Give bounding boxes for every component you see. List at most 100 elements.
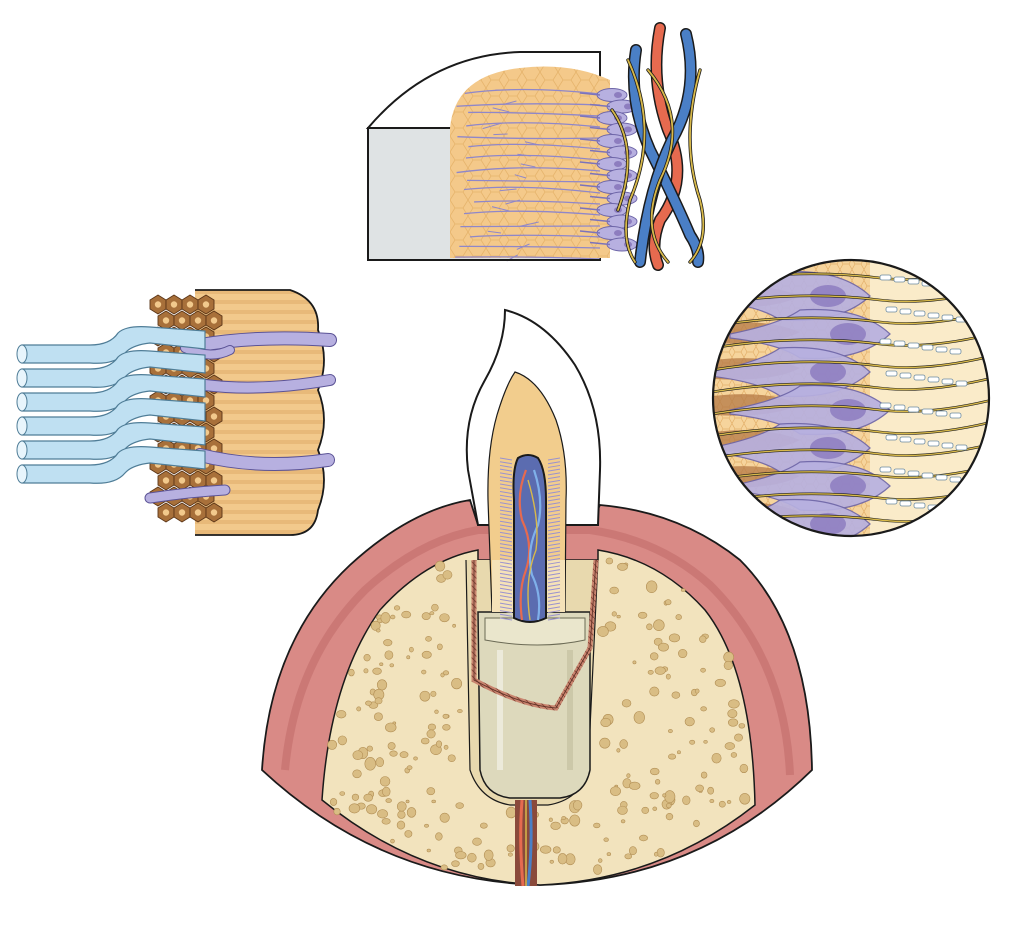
bone-pore	[390, 614, 396, 620]
myelin-bead	[879, 402, 892, 409]
bone-pore	[723, 651, 735, 663]
bone-pore	[664, 790, 676, 804]
bone-pore	[593, 864, 603, 875]
bone-pore	[333, 807, 341, 816]
pulp-tubule	[499, 498, 513, 502]
bone-pore	[379, 776, 391, 787]
bone-pore	[339, 791, 346, 796]
pulp-tubule	[499, 610, 513, 614]
bone-pore	[406, 765, 413, 770]
bone-pore	[363, 654, 371, 662]
bone-pore	[548, 817, 553, 822]
vein	[629, 45, 703, 267]
myelin-bead	[949, 476, 962, 483]
myelin-bead	[935, 474, 948, 481]
bone-pore	[442, 713, 449, 719]
bone-pore	[653, 637, 663, 646]
pulp-tubule	[499, 513, 513, 517]
myelin-bead	[899, 500, 912, 507]
bone-pore	[641, 806, 650, 814]
myelin-bead	[879, 274, 892, 281]
pulp-tubule	[547, 539, 561, 543]
myelin-bead	[885, 498, 898, 505]
pulp-tubule	[499, 472, 513, 476]
pulp-tubule	[499, 572, 513, 576]
odontoblast-nucleus	[830, 399, 866, 421]
bone-pore	[550, 821, 561, 830]
bone-pore	[451, 860, 460, 867]
bone-pore	[351, 793, 360, 801]
pulp-tubule	[499, 457, 513, 461]
pulp-tubule	[499, 580, 513, 584]
bone-pore	[658, 642, 669, 652]
myelin-bead	[927, 376, 940, 383]
bone-pore	[382, 786, 391, 797]
pulp-tubule	[499, 502, 513, 506]
nerve-fiber	[713, 397, 989, 415]
odontoblast-process	[579, 161, 601, 165]
odontoblast-nucleus	[624, 126, 632, 133]
bone-pore	[572, 800, 583, 811]
bone-pore	[650, 767, 660, 776]
bone-pore	[480, 822, 488, 829]
bone-pore	[707, 786, 715, 795]
pulp-tubule	[547, 587, 561, 591]
pulp-tubule	[499, 535, 513, 539]
odontoblast-cell	[606, 168, 638, 183]
tubule-branch	[493, 133, 508, 136]
bone-pore	[632, 660, 637, 665]
myelin-bead	[927, 440, 940, 447]
bone-pore	[421, 612, 431, 620]
bone-pore	[552, 846, 561, 854]
pulp-tubule	[547, 472, 561, 476]
pulp-tubule	[547, 613, 561, 617]
collagen-fibers-icon	[16, 289, 337, 536]
bone-pore	[329, 798, 338, 806]
bone-pore	[483, 849, 494, 861]
pulp-tubule	[547, 476, 561, 480]
odontoblast-nucleus	[810, 513, 846, 535]
pulp-tubule	[499, 490, 513, 494]
odontoblast-cell	[606, 214, 638, 229]
pulp-tubule	[547, 494, 561, 498]
bone-pore	[383, 639, 393, 647]
bone-pore	[426, 787, 436, 796]
bone-pore	[336, 710, 347, 719]
bone-pore	[645, 580, 658, 593]
bone-pore	[363, 793, 373, 802]
tubule-branch	[514, 174, 527, 179]
tubule-branch	[516, 243, 530, 250]
bone-pore	[628, 781, 641, 790]
myelin-bead	[913, 502, 926, 509]
bone-pore	[718, 800, 726, 808]
pulp-tubule	[547, 531, 561, 535]
nerve-fiber	[713, 419, 989, 437]
pulp-vein	[528, 469, 542, 621]
dentin-tubule	[459, 245, 601, 249]
dentin-tubule	[469, 234, 601, 238]
pulp-tubule	[547, 565, 561, 569]
bone-pore	[363, 668, 369, 674]
pulp-tubule	[499, 517, 513, 521]
bone-pore	[356, 706, 362, 712]
bone-pore	[467, 852, 477, 863]
odontoblast-process	[589, 218, 611, 223]
myelin-bead	[949, 284, 962, 291]
bone-pore	[447, 754, 456, 762]
pulp-tubule	[547, 509, 561, 513]
bone-pore	[611, 611, 617, 617]
pulp-tubule	[547, 606, 561, 610]
pulp-tubule	[499, 598, 513, 602]
odontoblast-process	[194, 332, 336, 351]
dentin-tubule	[463, 186, 601, 194]
pulp-artery	[518, 469, 531, 621]
odontoblast-cell	[606, 237, 638, 252]
bone-pore	[549, 859, 554, 864]
bone-pore	[652, 806, 658, 811]
pulp-tubule	[547, 457, 561, 461]
bone-pore	[348, 803, 361, 814]
myelin-bead	[921, 408, 934, 415]
bone-pore	[429, 611, 435, 616]
bone-pore	[734, 733, 743, 742]
mineral-pore	[194, 477, 202, 484]
